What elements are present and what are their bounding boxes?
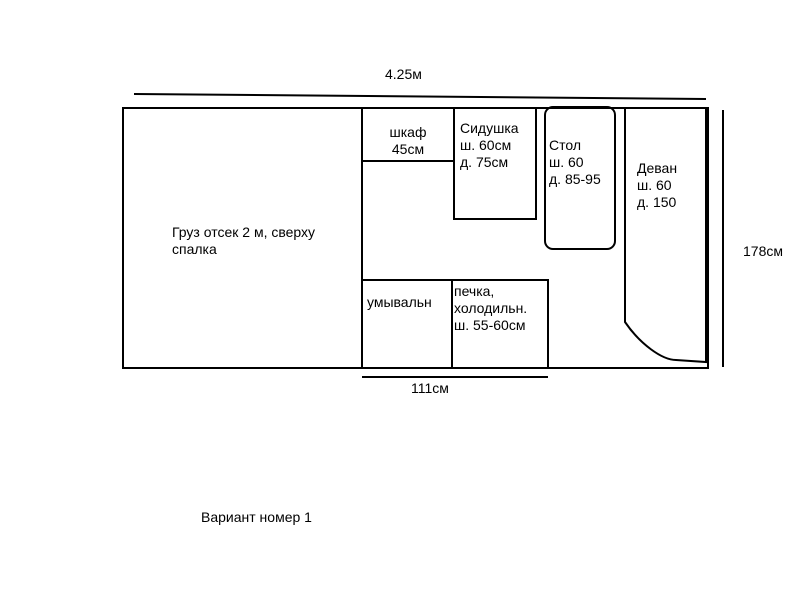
cargo-label-line-1: Груз отсек 2 м, сверху xyxy=(172,224,316,240)
sofa-label-line-2: ш. 60 xyxy=(637,177,672,193)
table-box xyxy=(544,106,616,250)
wardrobe-label: шкаф 45см xyxy=(362,124,454,158)
length-dimension-line xyxy=(133,93,707,100)
variant-caption: Вариант номер 1 xyxy=(201,509,312,525)
seat-label-line-2: ш. 60см xyxy=(460,137,512,153)
seat-label-line-1: Сидушка xyxy=(460,120,519,136)
cargo-label: Груз отсек 2 м, сверху спалка xyxy=(172,224,315,258)
sofa-label-line-3: д. 150 xyxy=(637,194,677,210)
table-label-line-3: д. 85-95 xyxy=(549,171,601,187)
seat-box xyxy=(453,107,537,220)
seat-label-line-3: д. 75см xyxy=(460,154,509,170)
table-label: Стол ш. 60 д. 85-95 xyxy=(549,137,601,188)
stove-fridge-label-line-1: печка, xyxy=(454,283,495,299)
cargo-label-line-2: спалка xyxy=(172,241,217,257)
stove-fridge-label: печка, холодильн. ш. 55-60см xyxy=(454,283,527,334)
washbasin-label: умывальн xyxy=(367,294,432,311)
table-label-line-2: ш. 60 xyxy=(549,154,584,170)
width-label: 111см xyxy=(411,380,449,396)
wardrobe-label-line-1: шкаф xyxy=(389,124,427,140)
length-label: 4.25м xyxy=(385,66,422,82)
wardrobe-label-line-2: 45см xyxy=(391,141,425,157)
table-label-line-1: Стол xyxy=(549,137,582,153)
sofa-label-line-1: Деван xyxy=(637,160,678,176)
sofa-label: Деван ш. 60 д. 150 xyxy=(637,160,677,211)
stove-fridge-label-line-2: холодильн. xyxy=(454,300,528,316)
height-label: 178см xyxy=(743,243,783,259)
stove-fridge-label-line-3: ш. 55-60см xyxy=(454,317,526,333)
stove-fridge-box xyxy=(451,279,549,369)
seat-label: Сидушка ш. 60см д. 75см xyxy=(460,120,519,171)
sofa-shape xyxy=(624,107,707,364)
washbasin-label-line-1: умывальн xyxy=(367,294,432,310)
